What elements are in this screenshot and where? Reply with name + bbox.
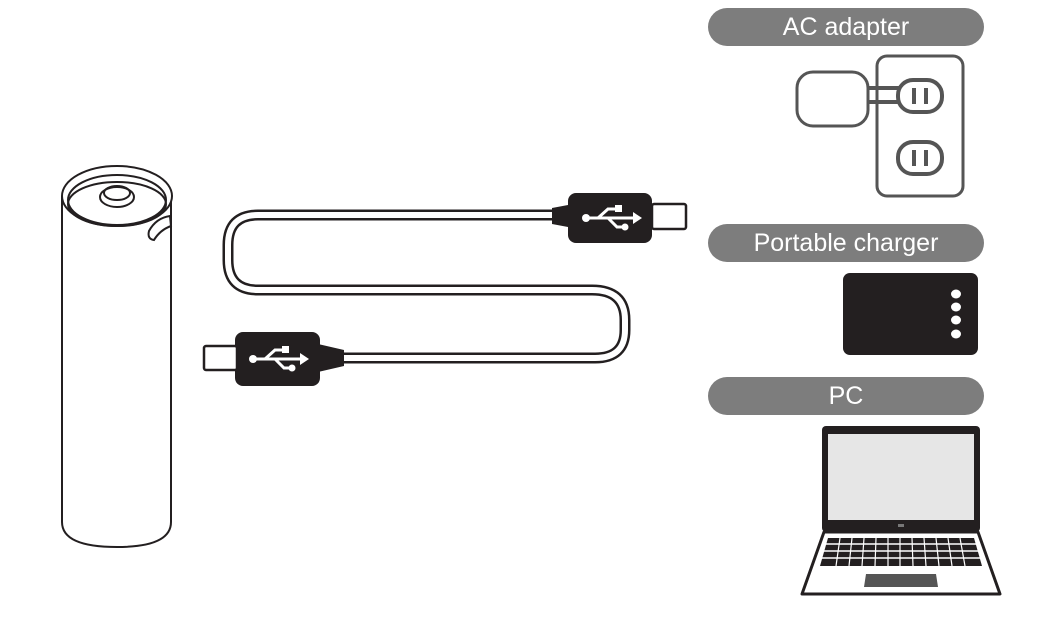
usb-connector-top [552,193,688,243]
laptop-icon [800,426,1002,596]
battery-icon [61,165,173,549]
ac-adapter-icon [795,70,900,128]
power-bank-icon [843,273,978,355]
charge-level-leds [951,289,961,339]
usb-symbol-icon [582,205,642,231]
laptop-keyboard [820,538,982,566]
pc-label: PC [708,377,984,415]
wall-outlet-icon [875,54,965,198]
ac-adapter-label: AC adapter [708,8,984,46]
usb-connector-bottom [202,332,344,386]
portable-charger-label: Portable charger [708,224,984,262]
usb-cable-icon [202,193,688,386]
touchpad [864,574,938,587]
usb-symbol-icon [249,346,309,372]
